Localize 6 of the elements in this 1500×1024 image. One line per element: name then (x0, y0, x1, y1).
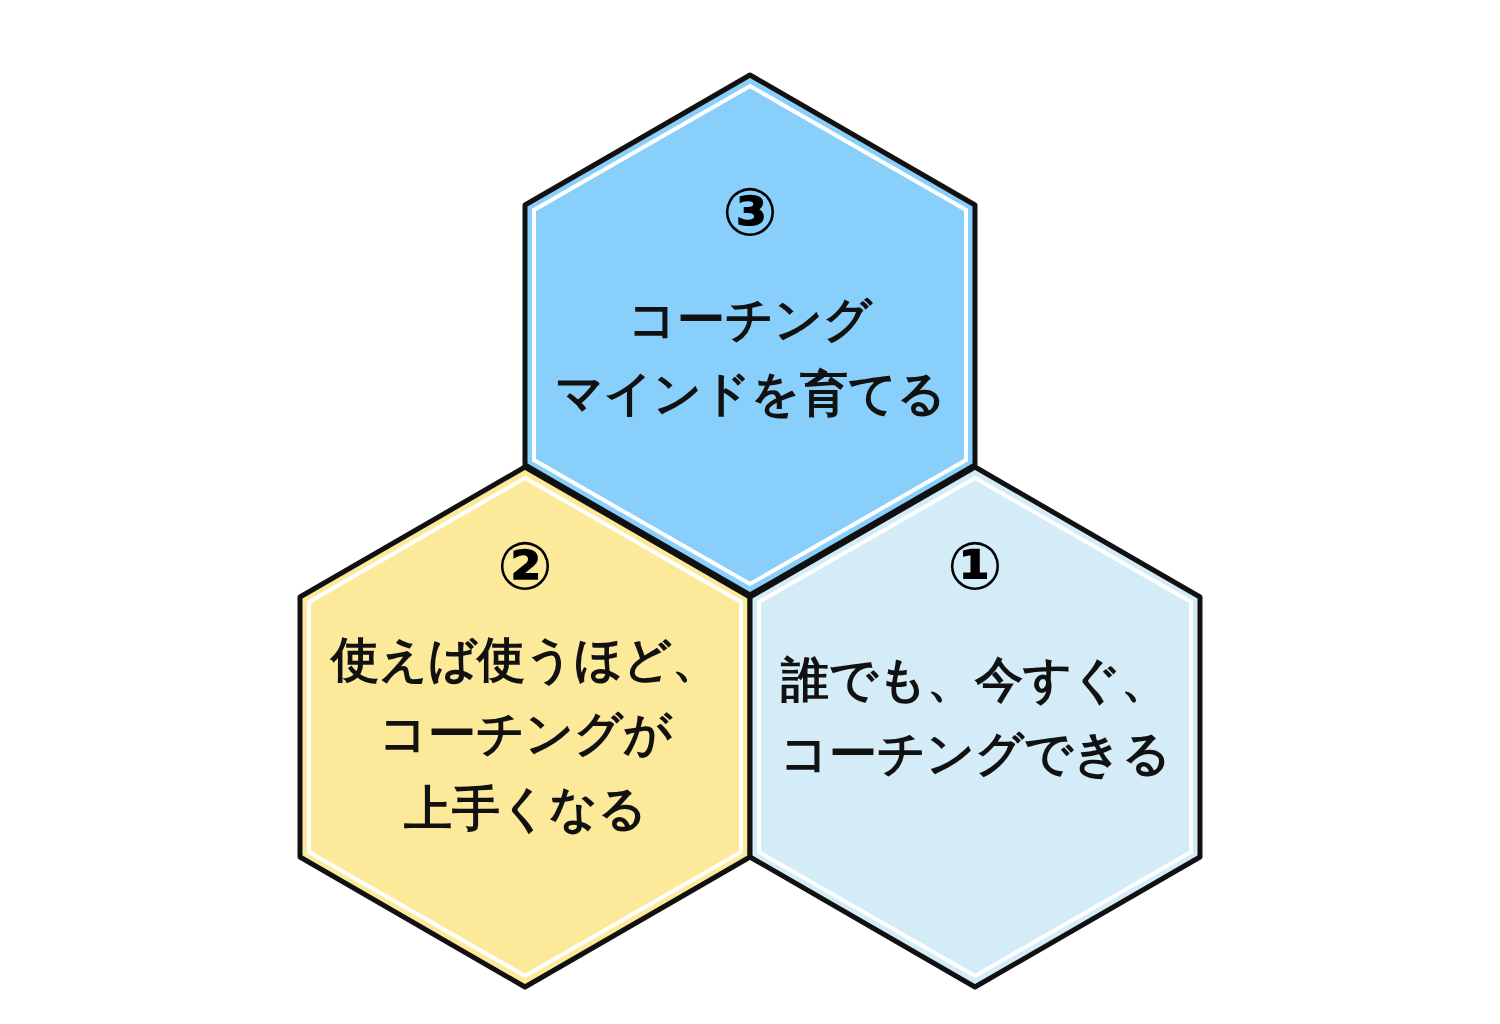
circled-number: ③ (722, 180, 778, 246)
hexagon-text: コーチングマインドを育てる (554, 290, 946, 424)
hexagon-text: 誰でも、今すぐ、コーチングできる (779, 650, 1171, 784)
hexagon-text: 使えば使うほど、コーチングが上手くなる (330, 630, 720, 838)
circled-number: ② (497, 534, 553, 600)
circled-number: ① (947, 534, 1003, 600)
